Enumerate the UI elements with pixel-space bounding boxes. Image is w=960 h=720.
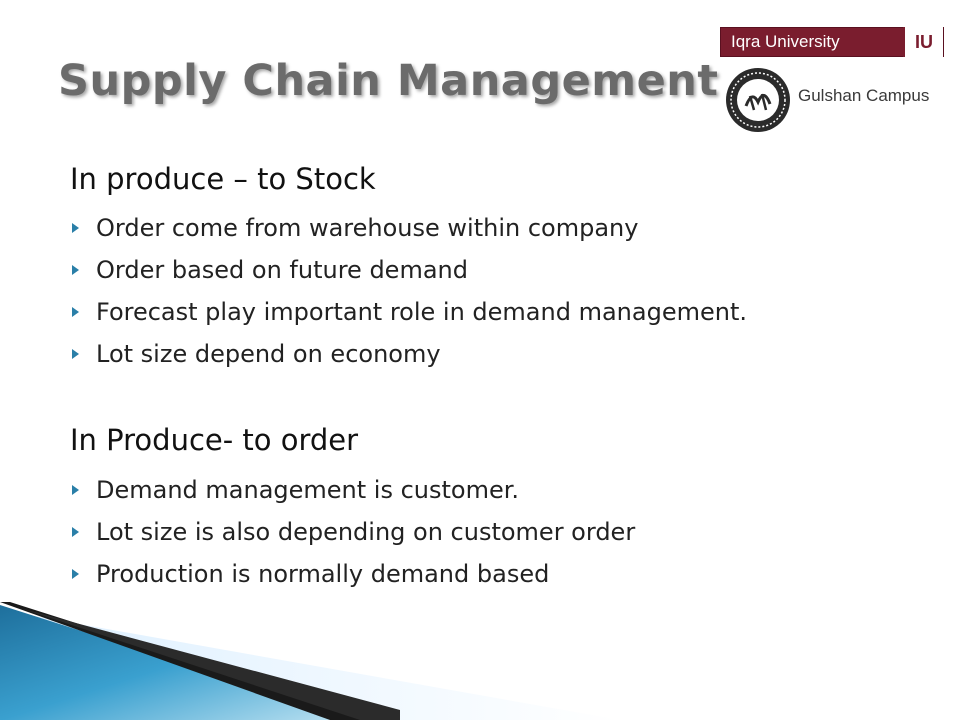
slide-title: Supply Chain Management [58, 56, 719, 106]
bullet-list-produce-to-stock: Order come from warehouse within company… [70, 213, 830, 381]
list-item: Production is normally demand based [70, 559, 830, 589]
triangle-right-icon [72, 527, 79, 537]
campus-name: Gulshan Campus [798, 86, 930, 105]
bullet-text: Forecast play important role in demand m… [96, 298, 747, 326]
list-item: Demand management is customer. [70, 475, 830, 505]
list-item: Forecast play important role in demand m… [70, 297, 830, 327]
university-abbr: IU [903, 27, 943, 57]
bullet-text: Lot size depend on economy [96, 340, 441, 368]
list-item: Lot size is also depending on customer o… [70, 517, 830, 547]
slide-corner-decoration [0, 602, 620, 720]
bullet-text: Order come from warehouse within company [96, 214, 639, 242]
university-logo-banner: Iqra University IU [720, 27, 944, 57]
bullet-text: Lot size is also depending on customer o… [96, 518, 636, 546]
triangle-right-icon [72, 569, 79, 579]
list-item: Lot size depend on economy [70, 339, 830, 369]
triangle-right-icon [72, 307, 79, 317]
list-item: Order based on future demand [70, 255, 830, 285]
bullet-list-produce-to-order: Demand management is customer. Lot size … [70, 475, 830, 601]
triangle-right-icon [72, 223, 79, 233]
triangle-right-icon [72, 265, 79, 275]
section-heading-produce-to-order: In Produce- to order [70, 423, 359, 457]
triangle-right-icon [72, 349, 79, 359]
list-item: Order come from warehouse within company [70, 213, 830, 243]
section-heading-produce-to-stock: In produce – to Stock [70, 162, 376, 196]
bullet-text: Production is normally demand based [96, 560, 550, 588]
bullet-text: Demand management is customer. [96, 476, 520, 504]
university-seal-icon [726, 68, 790, 132]
university-name: Iqra University [731, 32, 840, 51]
triangle-right-icon [72, 485, 79, 495]
bullet-text: Order based on future demand [96, 256, 468, 284]
